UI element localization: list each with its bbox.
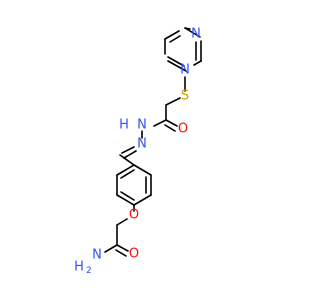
bond [184,27,191,30]
bond [133,164,152,176]
bond [116,194,135,206]
atom-label-layer: N N S O N H N O O N H 2 [74,27,201,277]
bond [133,194,152,206]
bond-layer [104,27,202,257]
atom-label-s: S [181,89,189,104]
atom-label-n: N [137,118,147,133]
bond [121,146,135,154]
bond [116,164,135,176]
bond [119,154,135,166]
bond [169,35,181,43]
bond [164,30,180,40]
molecule-diagram: N N S O N H N O O N H 2 [74,27,202,277]
bond [184,27,201,38]
atom-label-o: O [129,247,139,262]
bond [167,56,185,67]
bond [123,150,137,159]
atom-label-o: O [129,208,139,223]
atom-label-n: N [180,63,190,78]
bond [193,60,202,66]
bond [165,97,181,106]
bond [120,191,135,201]
bond [120,169,135,179]
atom-label-n: N [137,137,147,152]
bond [165,119,178,127]
bond [116,218,128,226]
bond [104,244,118,253]
bond [164,124,176,132]
atom-label-o: O [178,122,188,137]
structure-svg: N N S O N H N O O N H 2 [74,27,202,277]
bond [115,249,127,257]
atom-label-subscript: 2 [86,266,92,276]
bond [116,244,129,252]
atom-label-h: H [74,260,84,275]
atom-label-n: N [92,248,102,263]
bond [167,60,187,72]
bond [153,119,167,127]
atom-label-n: N [191,27,201,42]
atom-label-h: H [119,118,129,133]
